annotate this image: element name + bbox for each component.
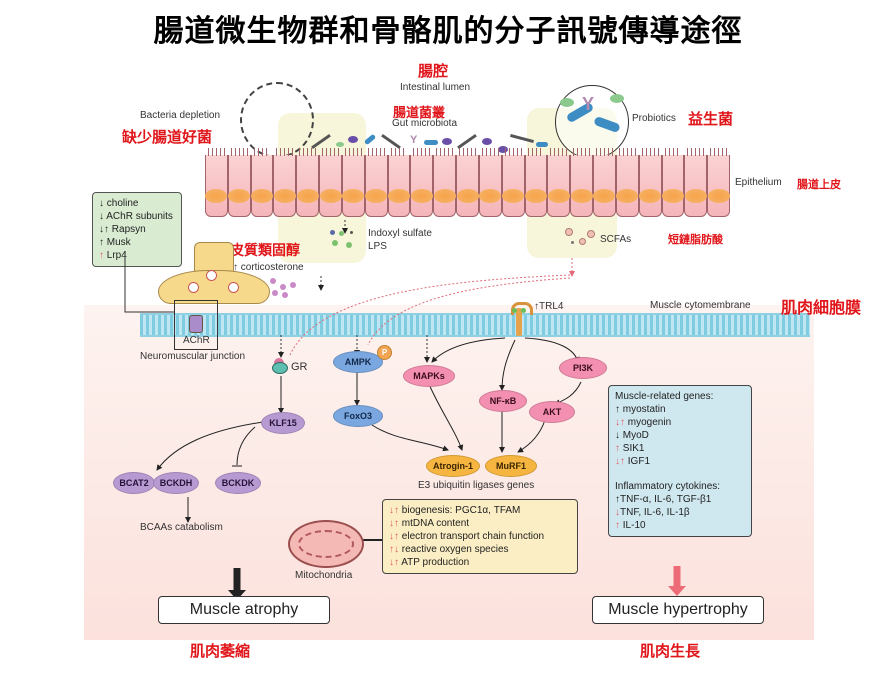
achr-label: AChR [183, 335, 210, 346]
node-klf15: KLF15 [261, 412, 305, 434]
phospho-badge: P [377, 345, 392, 360]
membrane-zh-label: 肌肉細胞膜 [781, 298, 862, 317]
node-bcat2: BCAT2 [113, 472, 155, 494]
lps-label: LPS [368, 241, 387, 252]
muscle-hypertrophy-box: Muscle hypertrophy [592, 596, 764, 624]
genes-cytokines-box: Muscle-related genes: ↑ myostatin ↓↑ myo… [608, 385, 752, 537]
corticosterone-zh-label: 皮質類固醇 [230, 243, 300, 259]
antibody-icon: Y [582, 94, 595, 114]
corticosterone-particles [268, 278, 298, 300]
bacterium-icon [610, 94, 624, 103]
node-bckdk: BCKDK [215, 472, 261, 494]
mitochondria-label: Mitochondria [295, 570, 353, 581]
intestinal-epithelium [205, 148, 731, 217]
nmj-label: Neuromuscular junction [140, 351, 246, 362]
node-atrogin-1: Atrogin-1 [426, 455, 480, 477]
e3-ligases-label: E3 ubiquitin ligases genes [418, 480, 535, 491]
epithelium-zh-label: 腸道上皮 [797, 178, 841, 191]
node-foxo3: FoxO3 [333, 405, 383, 427]
nerve-terminal [158, 242, 270, 304]
gr-receptor-icon [272, 358, 290, 374]
trl4-label: ↑TRL4 [534, 301, 564, 312]
gene-line: ↑ myostatin [615, 404, 666, 415]
bacteria-depletion-zh-label: 缺少腸道好菌 [122, 128, 213, 146]
nmj-line: ↑ Lrp4 [99, 250, 127, 261]
epithelium-label: Epithelium [735, 177, 782, 188]
cytokine-line: ↑TNF-α, IL-6, TGF-β1 [615, 494, 712, 505]
gr-label: GR [291, 361, 308, 373]
membrane-label: Muscle cytomembrane [650, 300, 751, 311]
mitochondria-changes-box: ↓↑ biogenesis: PGC1α, TFAM ↓↑ mtDNA cont… [382, 499, 578, 574]
tlr4-receptor-icon [510, 302, 533, 336]
indoxyl-lps-particles [330, 228, 360, 250]
node-murf1: MuRF1 [485, 455, 537, 477]
genes-heading: Muscle-related genes: [615, 391, 714, 402]
gene-line: ↓↑ myogenin [615, 417, 672, 428]
node-nfkb: NF-κB [479, 390, 527, 412]
cytokines-heading: Inflammatory cytokines: [615, 481, 721, 492]
node-mapks: MAPKs [403, 365, 455, 387]
mitochondria-icon [288, 520, 364, 568]
page-title: 腸道微生物群和骨骼肌的分子訊號傳導途徑 [153, 14, 743, 49]
mito-line: ↓↑ biogenesis: PGC1α, TFAM [389, 505, 521, 516]
gut-microbiota-bacteria: Y [310, 132, 550, 154]
corticosterone-label: ↑ corticosterone [233, 262, 304, 273]
muscle-hypertrophy-zh-label: 肌肉生長 [640, 642, 701, 660]
lumen-en-label: Intestinal lumen [400, 82, 471, 93]
probiotics-label: Probiotics [632, 113, 676, 124]
achr-receptor-icon [189, 315, 203, 333]
muscle-atrophy-zh-label: 肌肉萎縮 [190, 642, 251, 660]
microbiota-en-label: Gut microbiota [392, 118, 458, 129]
nmj-line: ↓ choline [99, 198, 139, 209]
scfas-particles [565, 228, 595, 250]
node-akt: AKT [529, 401, 575, 423]
cytokine-line: ↓TNF, IL-6, IL-1β [615, 507, 690, 518]
node-bckdh: BCKDH [153, 472, 199, 494]
nmj-line: ↓ AChR subunits [99, 211, 173, 222]
scfas-label: SCFAs [600, 234, 632, 245]
bacterium-icon [560, 98, 574, 107]
muscle-atrophy-box: Muscle atrophy [158, 596, 330, 624]
gene-line: ↓ MyoD [615, 430, 649, 441]
probiotics-zh-label: 益生菌 [688, 110, 734, 128]
nmj-line: ↑ Musk [99, 237, 131, 248]
node-ampk: AMPK [333, 351, 383, 373]
mito-line: ↓↑ electron transport chain function [389, 531, 545, 542]
gene-line: ↑ SIK1 [615, 443, 645, 454]
nmj-changes-box: ↓ choline ↓ AChR subunits ↓↑ Rapsyn ↑ Mu… [92, 192, 182, 267]
bcaa-catabolism-label: BCAAs catabolism [140, 522, 223, 533]
indoxyl-sulfate-label: Indoxyl sulfate [368, 228, 432, 239]
microbiota-zh-label: 腸道菌叢 [393, 106, 446, 121]
mito-line: ↓↑ mtDNA content [389, 518, 470, 529]
bacteria-depletion-label: Bacteria depletion [140, 110, 221, 121]
mito-line: ↑↓ reactive oxygen species [389, 544, 509, 555]
nmj-line: ↓↑ Rapsyn [99, 224, 146, 235]
gene-line: ↓↑ IGF1 [615, 456, 651, 467]
achr-box: AChR [174, 300, 218, 350]
lumen-zh-label: 腸腔 [418, 62, 449, 80]
scfas-zh-label: 短鏈脂肪酸 [668, 233, 723, 246]
mito-line: ↓↑ ATP production [389, 557, 470, 568]
cytokine-line: ↑ IL-10 [615, 520, 646, 531]
muscle-cytomembrane [140, 313, 810, 337]
node-pi3k: PI3K [559, 357, 607, 379]
